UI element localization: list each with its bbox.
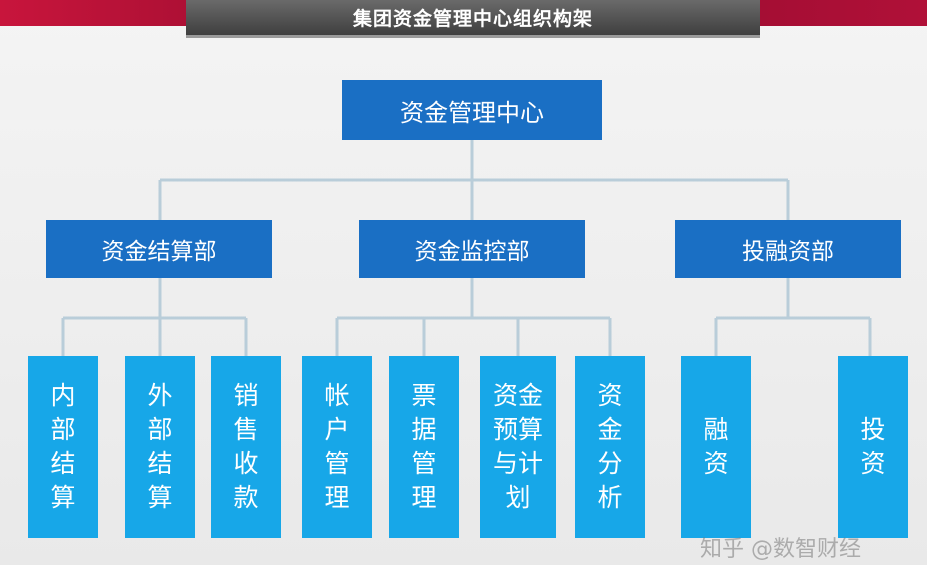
node-dept-monitoring: 资金监控部 xyxy=(359,220,585,278)
node-dept-investment-financing: 投融资部 xyxy=(675,220,901,278)
node-dept-settlement: 资金结算部 xyxy=(46,220,272,278)
node-leaf-investment: 投资 xyxy=(838,356,908,538)
node-leaf-bill-management: 票据管理 xyxy=(389,356,459,538)
node-leaf-internal-settlement: 内部结算 xyxy=(28,356,98,538)
watermark: 知乎 @数智财经 xyxy=(700,537,861,562)
page-title: 集团资金管理中心组织构架 xyxy=(186,0,760,38)
node-leaf-external-settlement: 外部结算 xyxy=(125,356,195,538)
node-leaf-fund-analysis: 资金分析 xyxy=(575,356,645,538)
node-leaf-account-management: 帐户管理 xyxy=(302,356,372,538)
node-root: 资金管理中心 xyxy=(342,80,602,140)
node-leaf-budget-plan: 资金预算与计划 xyxy=(480,356,556,538)
node-leaf-financing: 融资 xyxy=(681,356,751,538)
node-leaf-sales-collection: 销售收款 xyxy=(211,356,281,538)
